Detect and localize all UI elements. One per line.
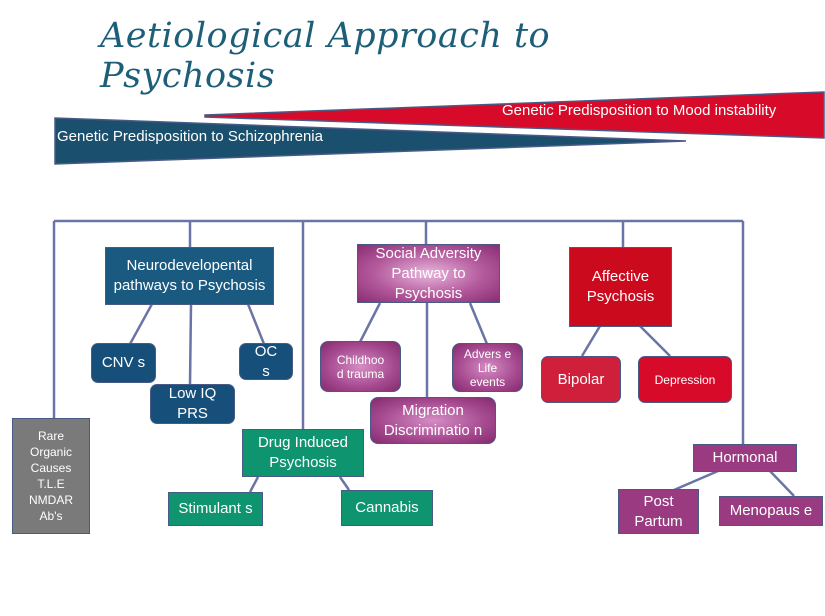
mood-wedge: [204, 91, 825, 139]
diagram-title: Aetiological Approach to Psychosis: [100, 16, 551, 96]
bipolar-label: Bipolar: [557, 370, 605, 388]
affective-psychosis-node: Affective Psychosis: [569, 247, 672, 327]
drug-induced-label: Drug Induced Psychosis: [257, 434, 349, 471]
ocs-node: OC s: [239, 343, 293, 380]
social-adversity-label: Social Adversity Pathway to Psychosis: [375, 244, 482, 302]
low-iq-prs-label: Low IQ PRS: [168, 385, 217, 422]
mood-wedge-label: Genetic Predisposition to Mood instabili…: [502, 102, 777, 119]
menopause-node: Menopaus e: [719, 496, 823, 526]
cannabis-node: Cannabis: [341, 490, 433, 526]
depression-label: Depression: [654, 372, 716, 387]
neurodevelopmental-label: Neurodevelopental pathways to Psychosis: [113, 257, 266, 294]
social-adversity-node: Social Adversity Pathway to Psychosis: [357, 244, 500, 303]
adverse-life-events-label: Advers e Life events: [463, 346, 512, 389]
connector-lines: [52, 219, 795, 497]
post-partum-node: Post Partum: [618, 489, 699, 534]
schizophrenia-wedge-label: Genetic Predisposition to Schizophrenia: [57, 128, 323, 145]
drug-induced-node: Drug Induced Psychosis: [242, 429, 364, 477]
childhood-trauma-label: Childhoo d trauma: [336, 352, 385, 381]
migration-label: Migration Discriminatio n: [383, 401, 483, 439]
ocs-label: OC s: [254, 343, 278, 380]
rare-organic-causes-label: Rare Organic Causes T.L.E NMDAR Ab's: [29, 429, 73, 523]
hormonal-node: Hormonal: [693, 444, 797, 472]
adverse-life-events-node: Advers e Life events: [452, 343, 523, 392]
migration-node: Migration Discriminatio n: [370, 397, 496, 444]
affective-psychosis-label: Affective Psychosis: [586, 268, 655, 305]
post-partum-label: Post Partum: [634, 492, 683, 530]
menopause-label: Menopaus e: [729, 502, 813, 519]
bipolar-node: Bipolar: [541, 356, 621, 403]
low-iq-prs-node: Low IQ PRS: [150, 384, 235, 424]
cannabis-label: Cannabis: [355, 499, 419, 516]
stimulants-label: Stimulant s: [178, 500, 253, 517]
stimulants-node: Stimulant s: [168, 492, 263, 526]
depression-node: Depression: [638, 356, 732, 403]
neurodevelopmental-node: Neurodevelopental pathways to Psychosis: [105, 247, 274, 305]
rare-organic-causes-node: Rare Organic Causes T.L.E NMDAR Ab's: [12, 418, 90, 534]
hormonal-label: Hormonal: [712, 449, 778, 466]
cnvs-node: CNV s: [91, 343, 156, 383]
cnvs-label: CNV s: [101, 354, 146, 371]
schizophrenia-wedge: [54, 117, 687, 165]
childhood-trauma-node: Childhoo d trauma: [320, 341, 401, 392]
